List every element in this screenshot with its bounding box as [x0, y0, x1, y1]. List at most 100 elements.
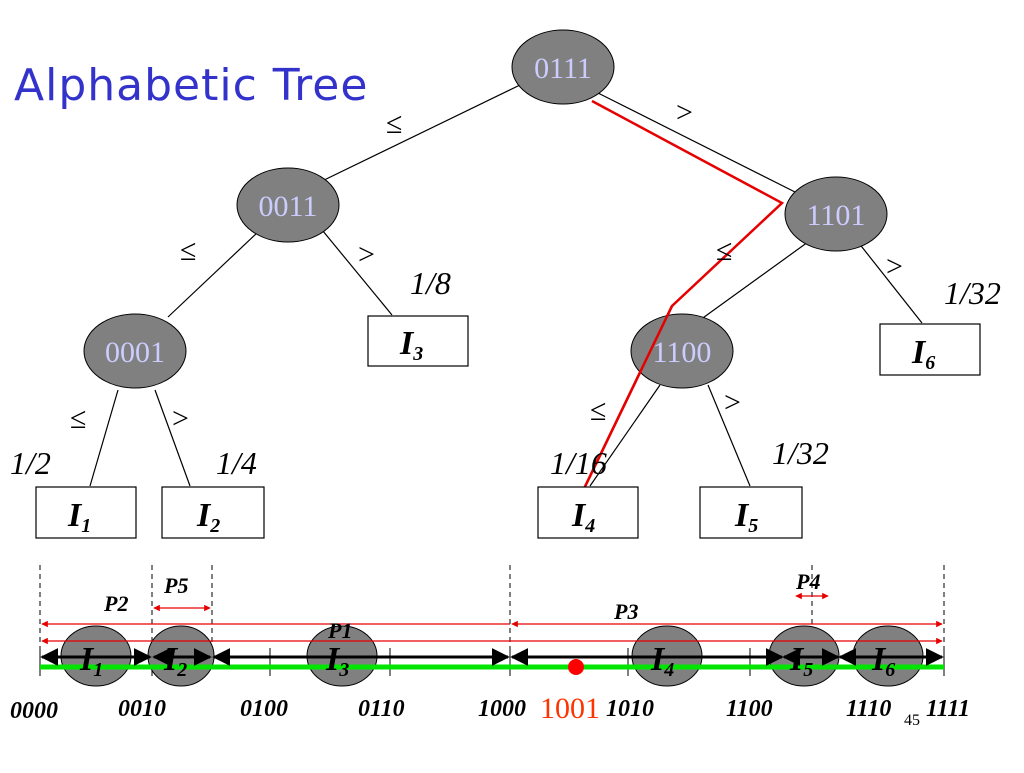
interval-subscript: 2 [176, 659, 187, 681]
tree-edges [89, 84, 923, 487]
range-labels: P1 P2 P3 P4 P5 [103, 569, 820, 643]
prob-I4: 1/16 [550, 445, 607, 481]
prob-I5: 1/32 [772, 435, 829, 471]
edge-0011-0001 [167, 231, 259, 318]
leaf-I1: I1 [35, 486, 137, 539]
node-1100: 1100 [630, 313, 734, 389]
leaf-label: I [67, 497, 83, 534]
interval-label: I [163, 641, 179, 678]
svg-text:I2: I2 [163, 641, 187, 681]
leaf-subscript: 2 [209, 515, 220, 537]
edge-1100-I4 [589, 384, 661, 487]
interval-subscript: 3 [338, 659, 349, 681]
svg-text:I3: I3 [399, 325, 423, 365]
prob-I1: 1/2 [10, 445, 51, 481]
search-path-overlay [578, 305, 674, 498]
rel-0011-gt: > [358, 238, 375, 271]
svg-text:I1: I1 [67, 497, 91, 537]
number-line: P1 P2 P3 P4 P5 I1 I2 I3 I4 I5 I6 0000 00… [10, 565, 970, 725]
prob-I6: 1/32 [944, 275, 1001, 311]
slide-title: Alphabetic Tree [14, 60, 369, 111]
edge-1101-I6 [857, 241, 923, 324]
label-P5: P5 [163, 573, 188, 598]
rel-0011-le: ≤ [180, 234, 196, 267]
leaf-I4: I4 [537, 486, 639, 539]
interval-label: I [79, 641, 95, 678]
label-P3: P3 [613, 599, 638, 624]
svg-text:I6: I6 [871, 641, 895, 681]
tick-1111: 1111 [926, 696, 970, 722]
interval-label: I [789, 641, 805, 678]
edge-0011-I3 [317, 224, 393, 316]
edge-0001-I1 [89, 389, 119, 487]
edge-1101-1100 [699, 241, 809, 321]
tick-1010: 1010 [606, 696, 654, 722]
edge-relation-labels: ≤ > ≤ > ≤ > ≤ > ≤ > [70, 96, 903, 435]
node-label: 0001 [105, 336, 165, 369]
edge-1100-I5 [707, 384, 751, 487]
svg-text:I4: I4 [571, 497, 595, 537]
rel-root-gt: > [676, 96, 693, 129]
node-0011: 0011 [236, 167, 340, 243]
tick-0100: 0100 [240, 696, 288, 722]
interval-subscript: 1 [93, 659, 103, 681]
tick-1110: 1110 [846, 696, 891, 722]
node-label: 1100 [653, 336, 712, 369]
svg-text:I5: I5 [734, 497, 758, 537]
svg-text:I2: I2 [196, 497, 220, 537]
rel-root-le: ≤ [386, 107, 402, 140]
leaves: I1 I2 I3 I4 I5 I6 [35, 315, 981, 539]
leaf-I5: I5 [699, 486, 803, 539]
leaf-label: I [734, 497, 750, 534]
tick-0000: 0000 [10, 698, 58, 724]
node-0111: 0111 [511, 29, 615, 105]
slide-number: 45 [904, 712, 920, 729]
query-point [568, 659, 584, 675]
interval-label: I [650, 641, 666, 678]
leaf-label: I [196, 497, 212, 534]
edge-0001-I2 [154, 389, 191, 487]
leaf-label: I [399, 325, 415, 362]
interval-label: I [871, 641, 887, 678]
edge-root-0011 [317, 84, 521, 184]
leaf-subscript: 3 [412, 343, 423, 365]
range-arrows [41, 592, 943, 645]
leaf-subscript: 4 [584, 515, 595, 537]
interval-subscript: 5 [803, 659, 813, 681]
tick-0010: 0010 [118, 696, 166, 722]
rel-0001-gt: > [172, 402, 189, 435]
rel-0001-le: ≤ [70, 402, 86, 435]
leaf-probabilities: 1/2 1/4 1/8 1/16 1/32 1/32 [10, 265, 1001, 481]
svg-text:I5: I5 [789, 641, 813, 681]
interval-labels: I1 I2 I3 I4 I5 I6 [79, 641, 895, 681]
tick-1000: 1000 [478, 696, 526, 722]
interval-subscript: 4 [663, 659, 674, 681]
rel-1100-le: ≤ [590, 394, 606, 427]
label-P4: P4 [795, 569, 820, 594]
interval-label: I [325, 641, 341, 678]
node-label: 0011 [259, 190, 318, 223]
node-0001: 0001 [83, 313, 187, 389]
leaf-I2: I2 [161, 486, 265, 539]
tick-labels: 0000 0010 0100 0110 1000 1001 1010 1100 … [10, 692, 970, 725]
internal-nodes: 0111 0011 1101 0001 1100 [83, 29, 888, 389]
leaf-I3: I3 [367, 315, 469, 367]
interval-subscript: 6 [885, 659, 895, 681]
svg-text:I6: I6 [911, 334, 935, 374]
node-label: 1101 [807, 199, 866, 232]
leaf-I6: I6 [879, 323, 981, 376]
node-label: 0111 [534, 52, 592, 85]
rel-1101-gt: > [886, 250, 903, 283]
tick-0110: 0110 [358, 696, 405, 722]
svg-text:I1: I1 [79, 641, 103, 681]
edge-root-1101 [595, 91, 796, 193]
svg-text:I4: I4 [650, 641, 674, 681]
prob-I2: 1/4 [216, 445, 257, 481]
search-path [578, 99, 785, 498]
leaf-label: I [571, 497, 587, 534]
query-label: 1001 [540, 692, 600, 725]
label-P2: P2 [103, 591, 128, 616]
leaf-subscript: 1 [81, 515, 91, 537]
